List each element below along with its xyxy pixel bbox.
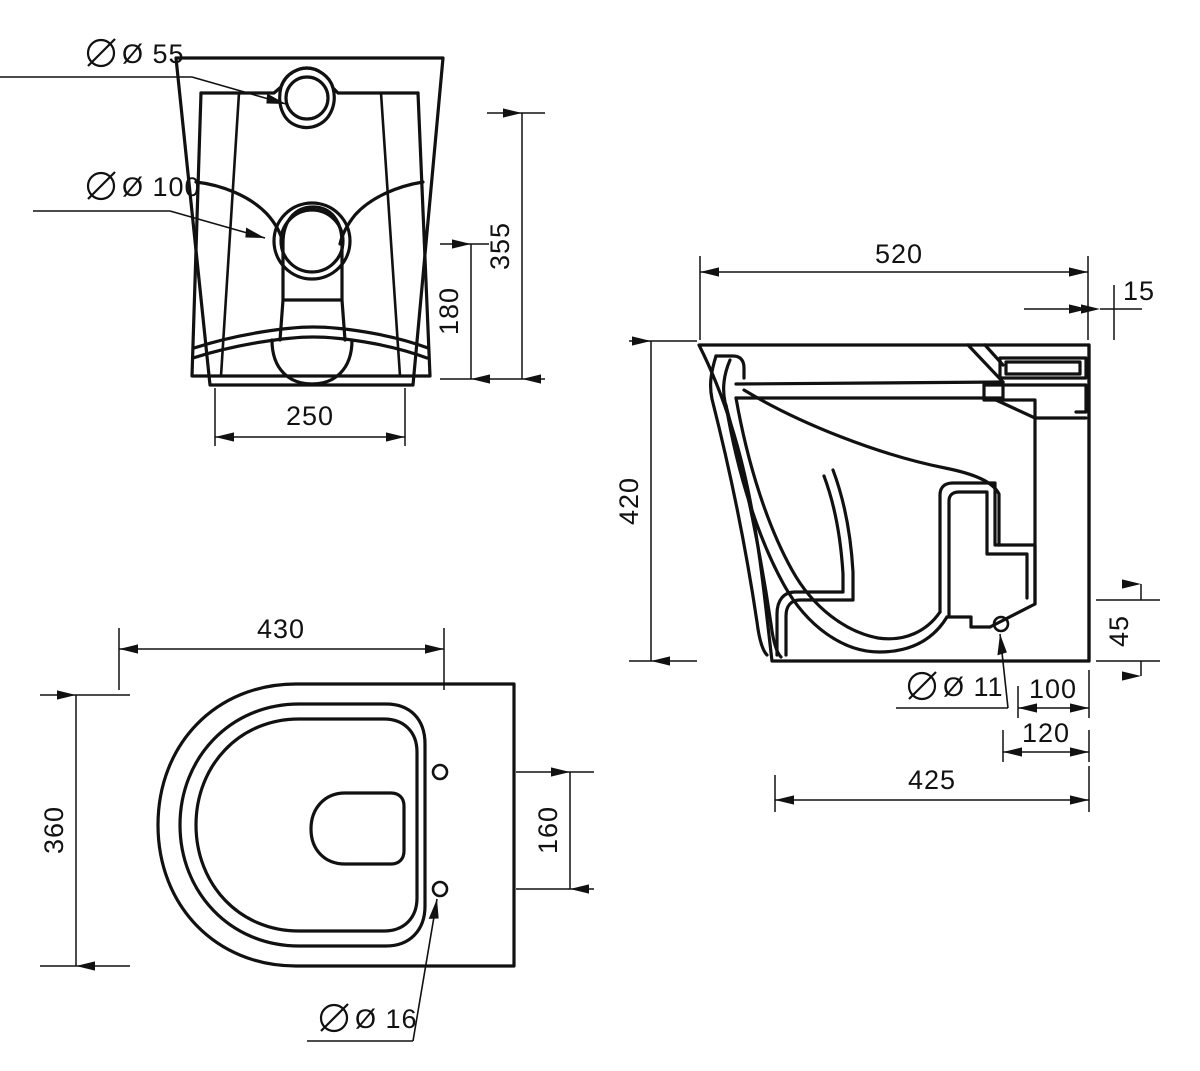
dim-label-120: 120	[1022, 718, 1070, 748]
plan-view: 430 360 160 Ø 16	[39, 614, 594, 1042]
hole-100-outer-ring	[272, 201, 352, 281]
dim-label-355: 355	[485, 222, 515, 270]
side-discharge-lip	[945, 615, 992, 629]
diameter-symbol-slash-icon	[908, 671, 937, 700]
diameter-symbol-icon	[907, 671, 937, 701]
diameter-symbol-slash-icon	[87, 38, 116, 67]
dim-dia-100: Ø 100	[33, 171, 266, 239]
plan-fixing-hole-upper	[431, 763, 449, 781]
dim-dia-55: Ø 55	[0, 38, 287, 105]
diameter-symbol-icon	[86, 171, 116, 201]
side-shoulder-slant-offset	[983, 343, 1005, 367]
plan-fixing-hole-lower	[431, 880, 449, 898]
dim-label-520: 520	[875, 239, 923, 269]
dim-rear-355: 355	[485, 108, 545, 384]
dim-side-45: 45	[1096, 579, 1160, 681]
rear-pedestal-right-edge	[340, 298, 347, 342]
rear-skirt-band-top	[192, 325, 430, 350]
rear-rib-right	[379, 91, 402, 378]
diameter-symbol-icon	[319, 1003, 349, 1033]
dim-55-leader-slope	[191, 76, 287, 105]
rear-rib-left	[219, 91, 241, 378]
side-shoulder-slant	[966, 343, 1005, 384]
dim-label-dia-100: Ø 100	[122, 172, 201, 202]
side-pedestal-web-offset	[775, 474, 845, 657]
dim-rear-180: 180	[434, 239, 490, 384]
side-connector-gusset	[994, 398, 1037, 420]
hole-55-outer-ring	[278, 66, 336, 130]
side-flush-connector-lower	[982, 383, 1088, 420]
diameter-symbol-slash-icon	[320, 1003, 349, 1032]
plan-flush-aperture	[309, 791, 406, 866]
dim-side-425: 425	[774, 765, 1090, 812]
side-flush-shelf-inner	[1004, 360, 1082, 376]
dim-label-dia-16: Ø 16	[355, 1004, 418, 1034]
rear-inner-face	[190, 91, 432, 378]
rear-rim-sweep-left	[194, 180, 285, 245]
side-left-profile-inner	[709, 354, 769, 657]
side-bowl-cavity	[742, 388, 1001, 547]
dim-100-leader-slope	[169, 210, 266, 239]
diameter-symbol-slash-icon	[87, 171, 116, 200]
dim-label-360: 360	[39, 806, 69, 854]
dim-label-160: 160	[533, 806, 563, 854]
dim-label-420: 420	[614, 477, 644, 525]
dim-label-100: 100	[1029, 674, 1077, 704]
plan-rim-inner	[178, 702, 427, 948]
dim-plan-360: 360	[39, 690, 130, 971]
diameter-symbol-icon	[86, 38, 116, 68]
dim-label-180: 180	[434, 287, 464, 335]
hole-100-bore	[279, 208, 345, 274]
hole-55-bore	[284, 75, 330, 121]
dim-side-420: 420	[614, 336, 697, 666]
rear-body-outline	[174, 56, 445, 387]
rear-rim-sweep-right	[338, 180, 425, 246]
rear-skirt-band-bottom	[191, 335, 429, 360]
dim-label-15: 15	[1123, 276, 1155, 306]
side-trapway-offset	[947, 490, 1029, 619]
side-view: 520 15 420 45 Ø 11	[614, 239, 1160, 812]
side-bowl-rim-upper	[734, 380, 1005, 400]
side-bowl-inner-wall	[734, 396, 942, 641]
side-bowl-outer-wall	[724, 403, 949, 654]
plan-rim-inner-offset	[194, 717, 419, 933]
dim-label-250: 250	[286, 401, 334, 431]
dim-label-430: 430	[257, 614, 305, 644]
dim-16-leader-slope	[412, 898, 439, 1042]
side-flush-shelf-outer	[998, 356, 1088, 380]
side-trapway-outline	[938, 481, 1037, 614]
rear-bowl-bottom-arc	[270, 338, 354, 386]
dim-plan-160: 160	[516, 767, 594, 894]
dim-11-leader-slope	[997, 633, 1009, 709]
dim-dia-11: Ø 11	[896, 633, 1009, 709]
dim-side-120: 120	[1002, 718, 1090, 762]
dim-side-100: 100	[1017, 670, 1090, 718]
dim-label-45: 45	[1104, 615, 1134, 647]
dim-side-15: 15	[1024, 276, 1155, 340]
side-body-outline	[697, 343, 1091, 663]
side-floor-fixing-hole	[992, 615, 1010, 633]
dim-rear-250: 250	[214, 388, 406, 446]
dim-dia-16: Ø 16	[307, 898, 439, 1042]
side-flush-connector	[982, 383, 1088, 414]
rear-view: Ø 55 Ø 100 355 180	[0, 38, 545, 446]
rear-pedestal-left-edge	[278, 298, 285, 342]
dim-label-425: 425	[908, 765, 956, 795]
dim-label-dia-11: Ø 11	[943, 672, 1004, 702]
dim-plan-430: 430	[118, 614, 445, 690]
plan-body-outline	[156, 682, 516, 968]
side-rim-top	[714, 354, 746, 380]
dim-side-520: 520	[699, 239, 1089, 340]
dim-label-dia-55: Ø 55	[122, 39, 185, 69]
outlet-boss-outline	[281, 205, 344, 302]
side-pedestal-web	[784, 468, 855, 657]
